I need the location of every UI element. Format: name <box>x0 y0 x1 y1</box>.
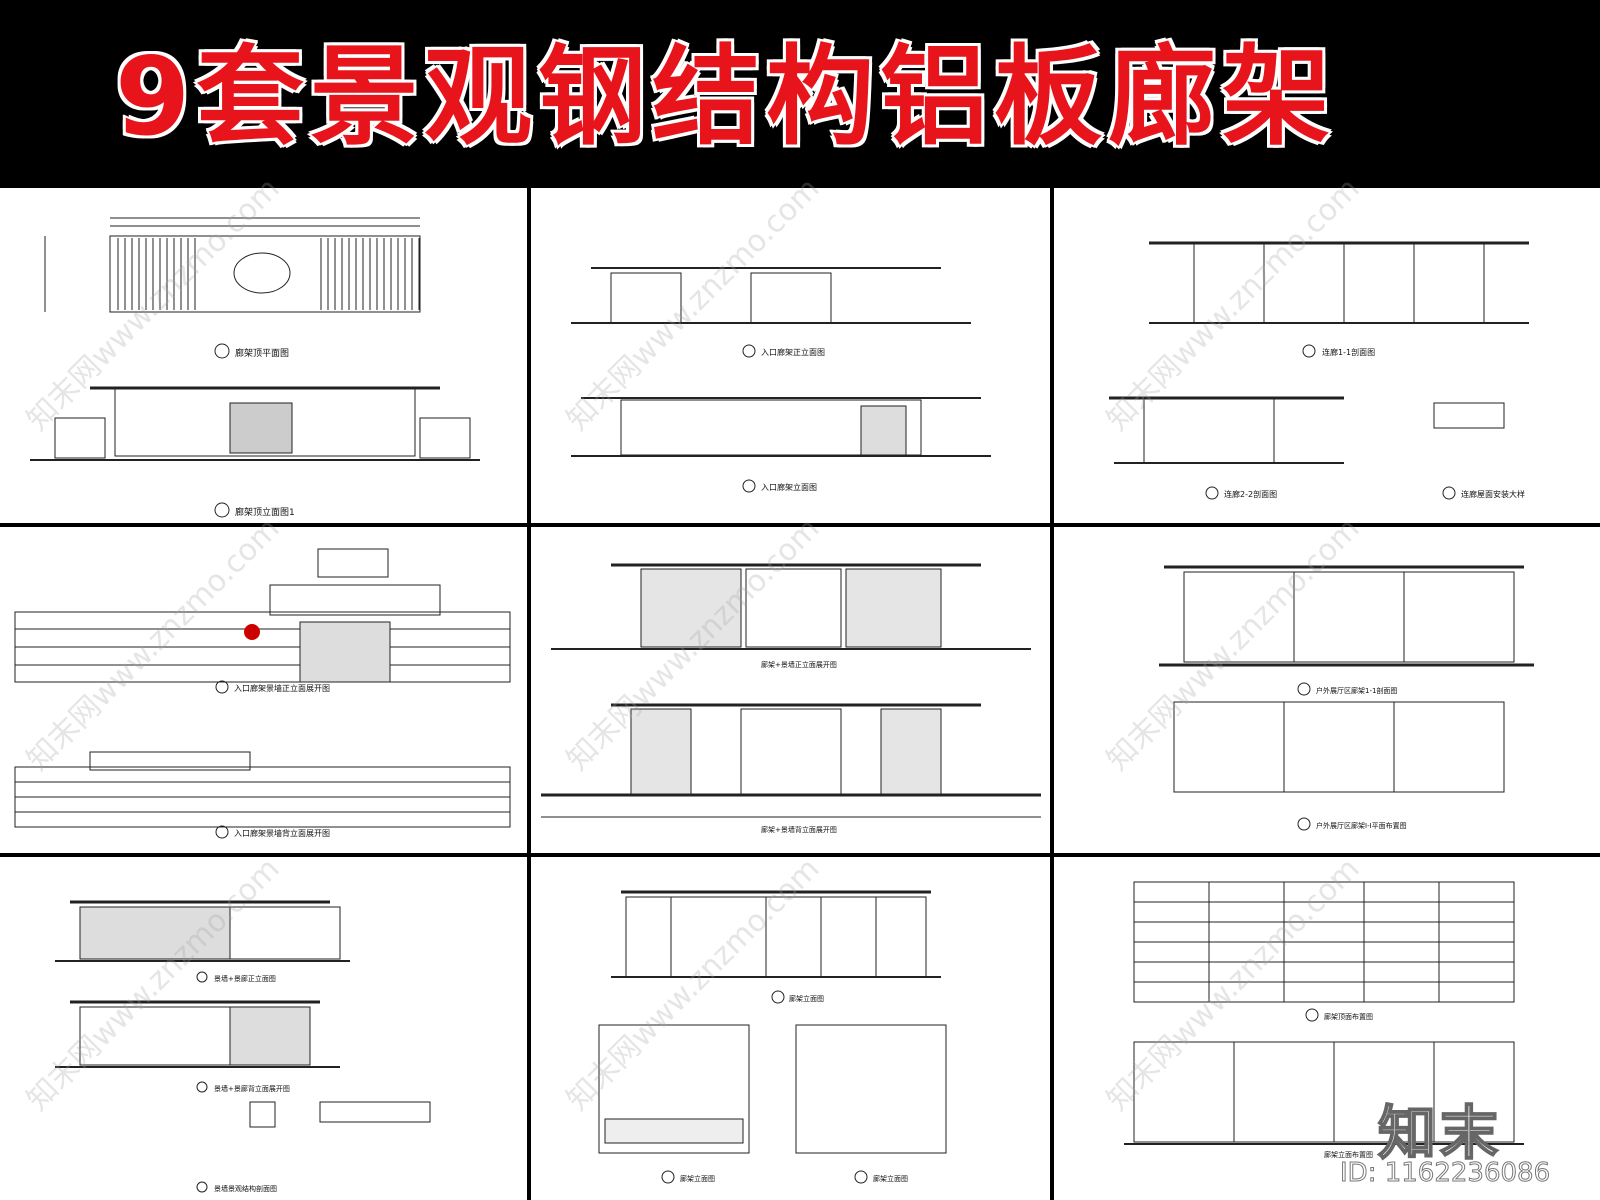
drawing-1-lines: 廊架顶平面图 廊架顶立面图1 <box>30 217 480 518</box>
drawing-3-caption-2: 连廊2-2剖面图 <box>1224 489 1277 499</box>
drawing-7-caption-2: 景墙+景廊背立面展开图 <box>214 1084 290 1093</box>
drawing-3-lines: 连廊1-1剖面图 连廊2-2剖面图 连廊屋面安装大样 <box>1109 241 1529 500</box>
drawing-6-caption-1: 户外展厅区廊架1-1剖面图 <box>1316 686 1397 695</box>
page-title: 9套景观钢结构铝板廊架 <box>113 33 1337 162</box>
drawing-tile-2[interactable]: 入口廊架正立面图 入口廊架立面图 <box>531 188 1050 523</box>
drawing-6-lines: 户外展厅区廊架1-1剖面图 户外展厅区廊架I-I平面布置图 <box>1159 565 1534 831</box>
drawing-8-caption-2: 廊架立面图 <box>680 1174 715 1183</box>
drawing-tile-9[interactable]: 廊架顶面布置图 廊架立面布置图 <box>1054 857 1600 1200</box>
drawing-5-lines: 廊架+景墙正立面展开图 廊架+景墙背立面展开图 <box>541 563 1041 834</box>
drawing-4-caption-1: 入口廊架景墙正立面展开图 <box>234 683 330 693</box>
drawing-6-caption-2: 户外展厅区廊架I-I平面布置图 <box>1316 821 1407 830</box>
drawing-tile-1[interactable]: 廊架顶平面图 廊架顶立面图1 <box>0 188 527 523</box>
drawing-tile-3[interactable]: 连廊1-1剖面图 连廊2-2剖面图 连廊屋面安装大样 <box>1054 188 1600 523</box>
drawing-8-caption-3: 廊架立面图 <box>873 1174 908 1183</box>
drawing-tile-7[interactable]: 景墙+景廊正立面图 景墙+景廊背立面展开图 景墙景观结构剖面图 <box>0 857 527 1200</box>
drawing-9-caption-1: 廊架顶面布置图 <box>1324 1012 1373 1021</box>
drawing-4-lines: 入口廊架景墙正立面展开图 入口廊架景墙背立面展开图 <box>14 548 511 839</box>
drawing-8-caption-1: 廊架立面图 <box>789 994 824 1003</box>
drawing-4-caption-2: 入口廊架景墙背立面展开图 <box>234 828 330 838</box>
drawing-3-caption-1: 连廊1-1剖面图 <box>1322 347 1375 357</box>
drawing-2-lines: 入口廊架正立面图 入口廊架立面图 <box>571 267 991 493</box>
drawing-1-caption-1: 廊架顶平面图 <box>235 347 289 359</box>
drawing-tile-8[interactable]: 廊架立面图 廊架立面图 廊架立面图 <box>531 857 1050 1200</box>
drawing-5-caption-2: 廊架+景墙背立面展开图 <box>761 825 837 834</box>
drawing-tile-6[interactable]: 户外展厅区廊架1-1剖面图 户外展厅区廊架I-I平面布置图 <box>1054 527 1600 853</box>
drawing-3-caption-3: 连廊屋面安装大样 <box>1461 489 1525 499</box>
drawing-9-lines: 廊架顶面布置图 廊架立面布置图 <box>1124 881 1524 1159</box>
drawing-2-caption-2: 入口廊架立面图 <box>761 482 817 492</box>
drawing-7-caption-1: 景墙+景廊正立面图 <box>214 974 276 983</box>
drawing-5-caption-1: 廊架+景墙正立面展开图 <box>761 660 837 669</box>
brand-logo: 知末 <box>1377 1098 1503 1168</box>
drawing-2-caption-1: 入口廊架正立面图 <box>761 347 825 357</box>
drawing-tile-4[interactable]: 入口廊架景墙正立面展开图 入口廊架景墙背立面展开图 <box>0 527 527 853</box>
drawing-1-caption-2: 廊架顶立面图1 <box>235 506 295 518</box>
drawing-7-lines: 景墙+景廊正立面图 景墙+景廊背立面展开图 景墙景观结构剖面图 <box>55 900 431 1193</box>
drawing-tile-5[interactable]: 廊架+景墙正立面展开图 廊架+景墙背立面展开图 <box>531 527 1050 853</box>
image-id-label: ID: 1162236086 <box>1340 1158 1551 1189</box>
drawing-7-caption-3: 景墙景观结构剖面图 <box>214 1184 277 1193</box>
title-banner: 9套景观钢结构铝板廊架 <box>0 0 1600 188</box>
drawing-9-caption-2: 廊架立面布置图 <box>1324 1150 1373 1159</box>
drawing-8-lines: 廊架立面图 廊架立面图 廊架立面图 <box>598 890 947 1184</box>
